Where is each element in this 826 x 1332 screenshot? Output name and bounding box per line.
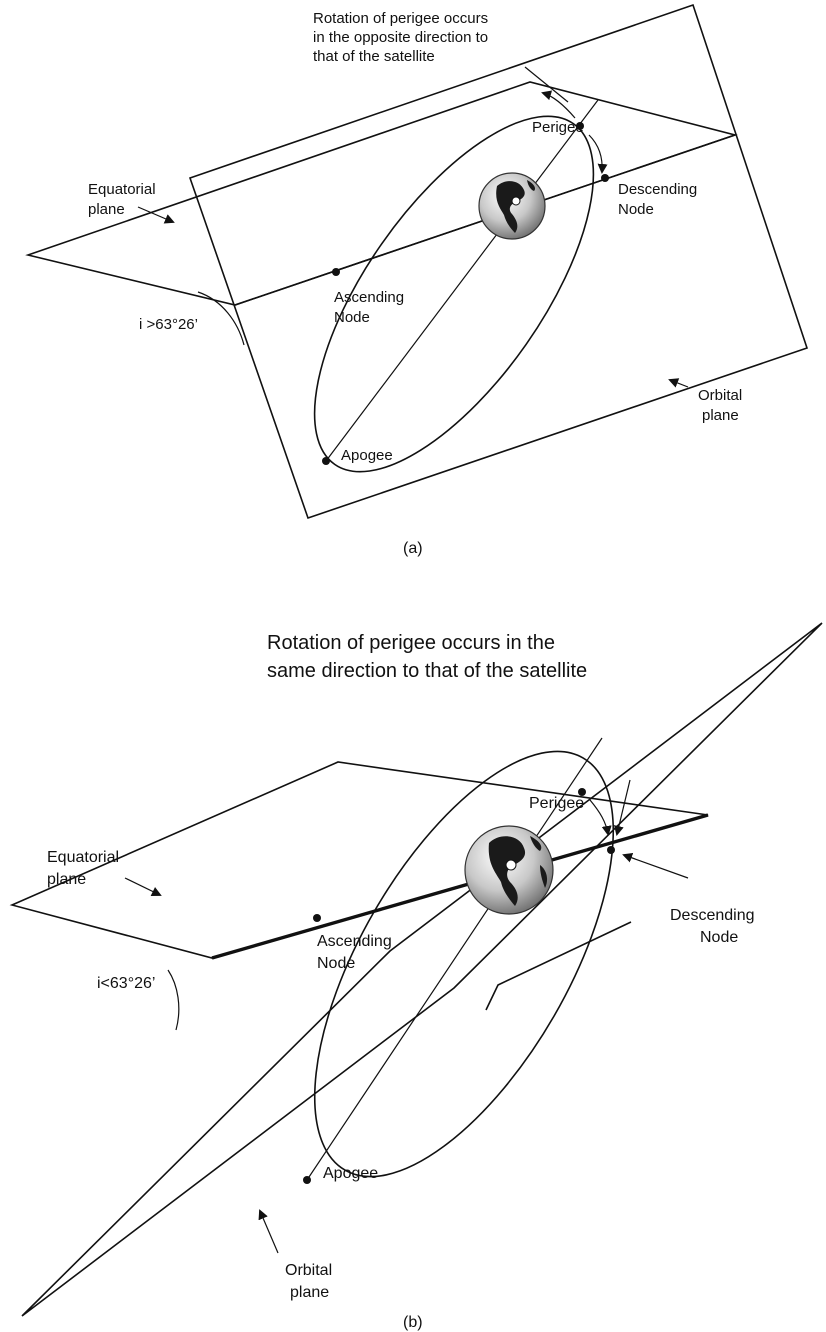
equatorial-plane-label-1-a: Equatorial <box>88 181 156 198</box>
earth-globe-icon <box>464 825 554 915</box>
apogee-label-a: Apogee <box>341 447 393 464</box>
perigee-label-a: Perigee <box>532 119 584 136</box>
perigee-rotation-pointer-b <box>614 779 631 836</box>
line-of-apsides-a <box>325 99 599 462</box>
ascending-node-point-b <box>313 914 321 922</box>
caption-b: (b) <box>403 1314 423 1331</box>
equatorial-plane-arrow-b <box>124 877 162 897</box>
orbital-plane-b <box>21 622 823 1317</box>
perigee-point-b <box>578 788 586 796</box>
line-of-apsides-b <box>306 737 603 1181</box>
inclination-label-b: i<63°26’ <box>97 975 155 992</box>
orbital-plane-label-1-a: Orbital <box>698 387 742 404</box>
perigee-point-a <box>576 122 584 130</box>
apogee-label-b: Apogee <box>323 1165 378 1182</box>
satellite-direction-arrow-a <box>588 134 608 174</box>
annotation-line-1-b: Rotation of perigee occurs in the <box>267 632 555 654</box>
equatorial-plane-label-2-a: plane <box>88 201 125 218</box>
ascending-node-label-1-a: Ascending <box>334 289 404 306</box>
apogee-point-a <box>322 457 330 465</box>
orbital-plane-edge-b <box>485 921 632 1011</box>
figure-b: Rotation of perigee occurs in the same d… <box>9 622 823 1331</box>
orbital-plane-label-2-a: plane <box>702 407 739 424</box>
ascending-node-label-1-b: Ascending <box>317 933 392 950</box>
earth-globe-icon <box>478 172 546 240</box>
line-of-nodes-b <box>211 813 709 960</box>
orbit-ellipse-b <box>313 750 615 1178</box>
annotation-pointer-a <box>524 66 569 103</box>
equatorial-plane-label-2-b: plane <box>47 871 86 888</box>
descending-node-point-a <box>601 174 609 182</box>
perigee-rotation-arrow-a <box>541 90 576 119</box>
annotation-line-1-a: Rotation of perigee occurs <box>313 10 488 27</box>
orbital-plane-arrow-b <box>258 1209 279 1254</box>
perigee-label-b: Perigee <box>529 795 584 812</box>
satellite-direction-arrow-b <box>589 799 612 836</box>
figure-a: Rotation of perigee occurs in the opposi… <box>25 3 809 557</box>
descending-node-label-2-a: Node <box>618 201 654 218</box>
descending-node-label-1-a: Descending <box>618 181 697 198</box>
orbital-plane-a <box>188 3 809 520</box>
descending-node-arrow-b <box>622 853 689 879</box>
annotation-line-2-b: same direction to that of the satellite <box>267 660 587 682</box>
orbital-plane-label-2-b: plane <box>290 1284 329 1301</box>
descending-node-label-1-b: Descending <box>670 907 755 924</box>
inclination-arc-b <box>167 969 180 1031</box>
annotation-line-3-a: that of the satellite <box>313 48 435 65</box>
ascending-node-label-2-a: Node <box>334 309 370 326</box>
ascending-node-point-a <box>332 268 340 276</box>
orbital-plane-label-1-b: Orbital <box>285 1262 332 1279</box>
inclination-label-a: i >63°26’ <box>139 316 198 333</box>
apogee-point-b <box>303 1176 311 1184</box>
descending-node-point-b <box>607 846 615 854</box>
ascending-node-label-2-b: Node <box>317 955 355 972</box>
inclination-arc-a <box>197 291 245 346</box>
equatorial-plane-arrow-a <box>137 206 175 224</box>
descending-node-label-2-b: Node <box>700 929 738 946</box>
equatorial-plane-label-1-b: Equatorial <box>47 849 119 866</box>
caption-a: (a) <box>403 540 423 557</box>
orbital-plane-arrow-a <box>668 378 689 388</box>
annotation-line-2-a: in the opposite direction to <box>313 29 488 46</box>
orbit-ellipse-a <box>313 115 595 473</box>
